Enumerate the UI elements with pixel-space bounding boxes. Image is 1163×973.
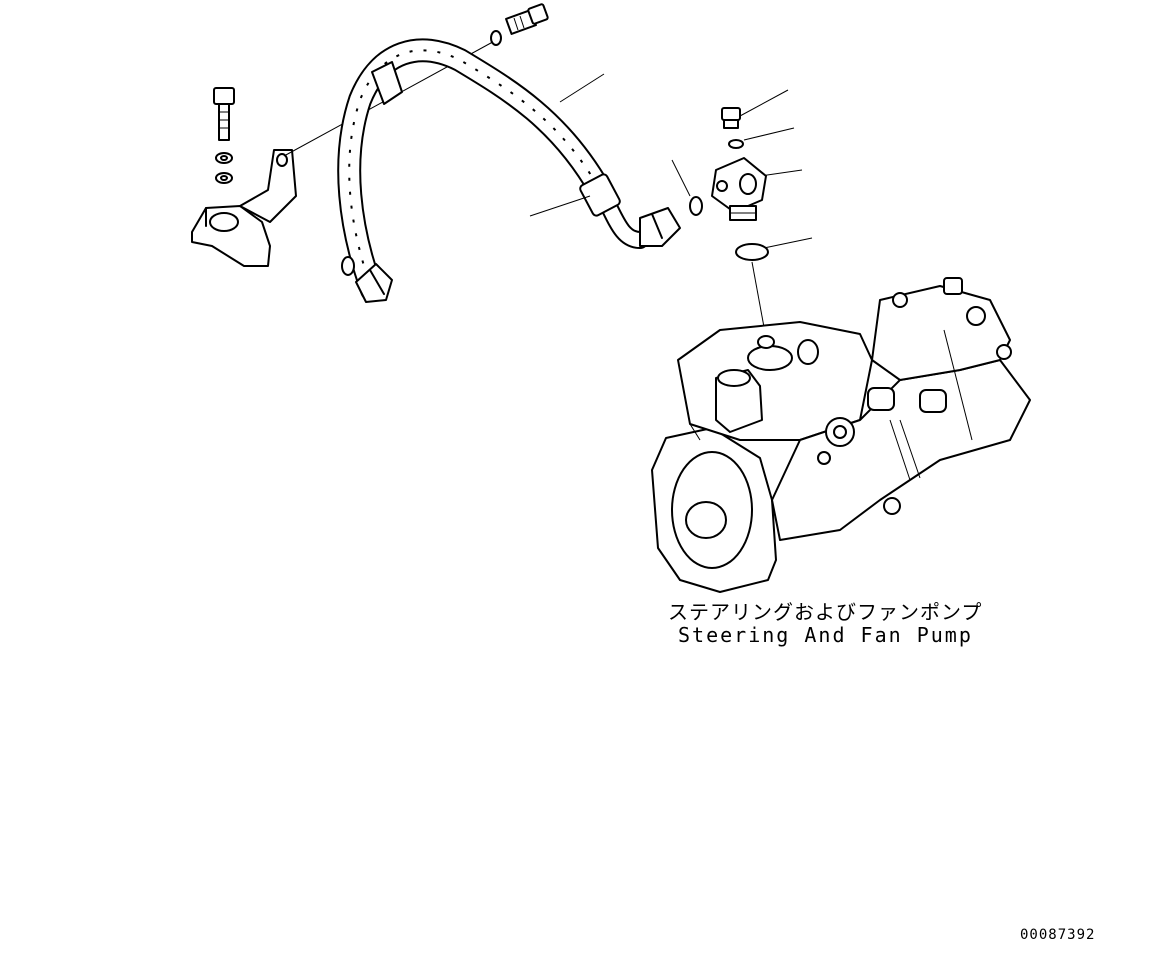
assembly-label-japanese: ステアリングおよびファンポンプ (668, 600, 983, 624)
elbow-block-fitting (711, 157, 767, 221)
mounting-bracket (191, 87, 297, 267)
hose-elbow-fitting (639, 207, 681, 247)
hose-oring-right (689, 196, 703, 216)
steering-and-fan-pump (651, 277, 1031, 593)
hose-oring-left (341, 256, 355, 276)
hose-sleeve (579, 173, 621, 217)
plug-oring (728, 139, 744, 149)
hose-clamp (371, 61, 403, 105)
assembly-label-english: Steering And Fan Pump (678, 623, 973, 647)
drawing-number: 00087392 (1020, 927, 1096, 943)
hose-clamp-bolt (505, 3, 549, 35)
fitting-oring (735, 243, 769, 261)
spiral-wrapped-hose (337, 38, 681, 303)
plug (721, 107, 741, 129)
hose-clamp-washer (490, 30, 502, 46)
bracket-bolt (213, 87, 235, 141)
